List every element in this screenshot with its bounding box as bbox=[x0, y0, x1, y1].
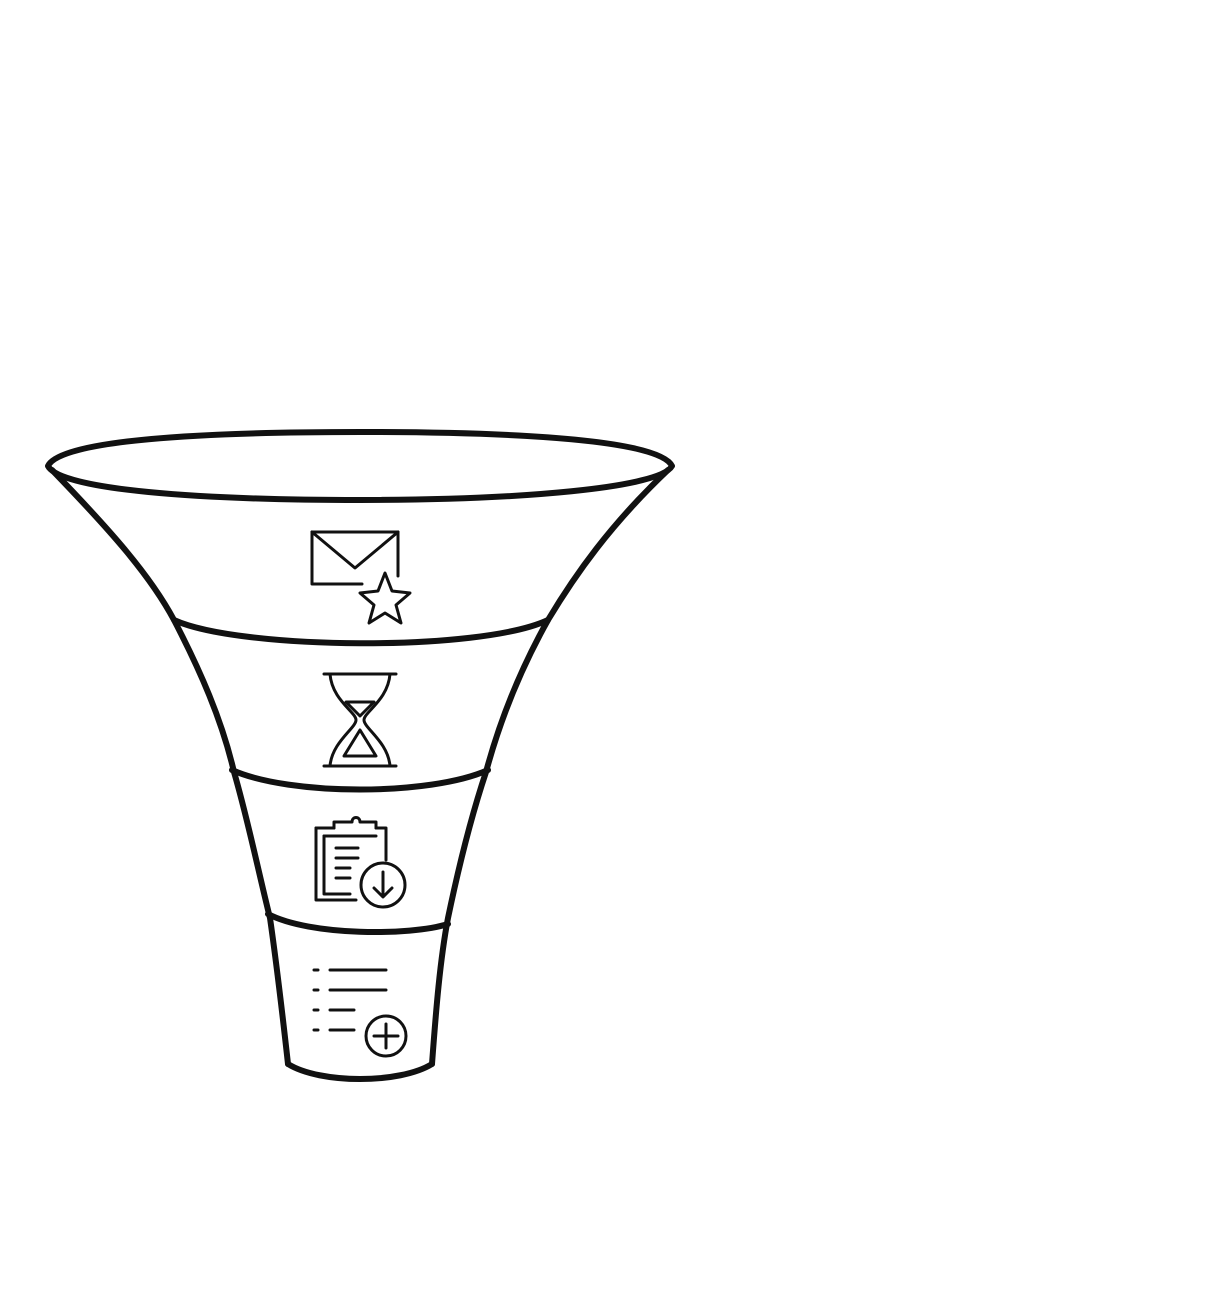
funnel-rim bbox=[45, 429, 675, 503]
hourglass-icon bbox=[322, 672, 398, 768]
list-add-icon bbox=[312, 968, 408, 1058]
funnel-bottom bbox=[285, 1061, 435, 1082]
funnel-body bbox=[49, 467, 671, 1082]
funnel-right-edge bbox=[429, 467, 671, 1067]
envelope-star-icon bbox=[310, 530, 412, 625]
clipboard-download-icon bbox=[314, 816, 407, 909]
divider-3 bbox=[265, 911, 451, 936]
divider-1 bbox=[171, 617, 551, 647]
funnel-left-edge bbox=[49, 467, 291, 1067]
divider-2 bbox=[229, 767, 491, 793]
funnel-band-dividers bbox=[171, 617, 551, 936]
